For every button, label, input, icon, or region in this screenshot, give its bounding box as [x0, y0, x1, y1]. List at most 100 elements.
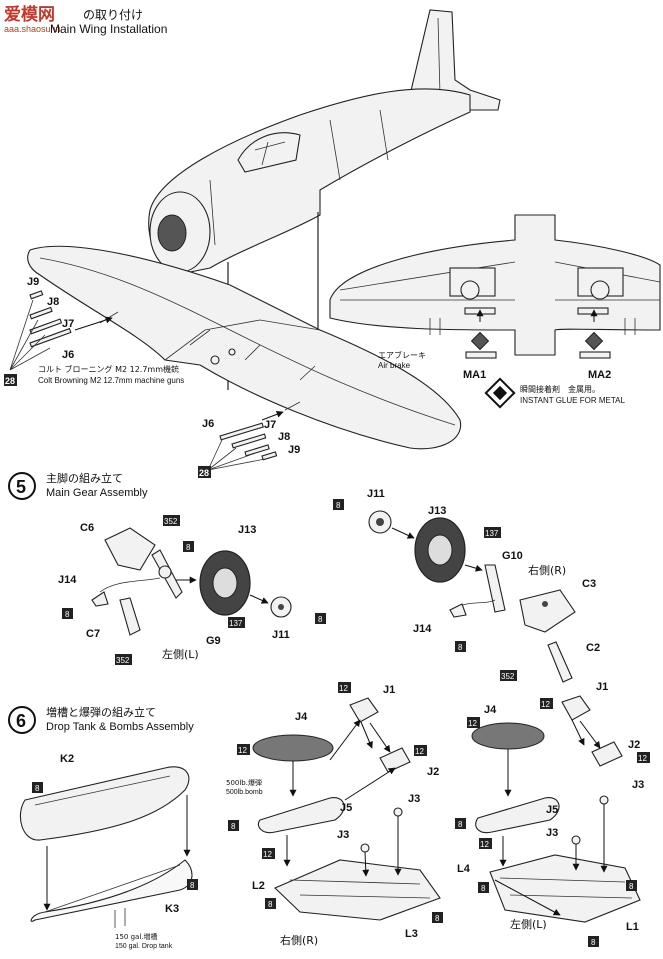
bomb-left-side-drawing: [471, 695, 641, 923]
step-6-number: 6: [8, 706, 36, 734]
gun-note-jp: コルト ブローニング M2 12.7mm機銃: [38, 364, 179, 374]
instant-glue-icon: [484, 377, 516, 409]
fuselage-drawing: [148, 9, 501, 390]
left-main-gear-drawing: [91, 527, 292, 636]
part-J1-right: J1: [596, 681, 608, 693]
paint-code-box-right: 28: [198, 466, 211, 478]
part-J2-left: J2: [427, 766, 439, 778]
part-J5-left: J5: [340, 802, 352, 814]
part-C2: C2: [586, 642, 600, 654]
airbrake-jp: エアブレーキ: [378, 350, 426, 360]
part-J8-left: J8: [47, 296, 59, 308]
svg-text:12: 12: [263, 850, 272, 859]
wing-underside-drawing: [329, 214, 661, 359]
svg-text:12: 12: [238, 746, 247, 755]
part-J4-right: J4: [484, 704, 497, 716]
part-K2: K2: [60, 753, 74, 765]
svg-text:352: 352: [116, 656, 130, 665]
svg-text:8: 8: [629, 882, 634, 891]
part-J3-left-a: J3: [408, 793, 420, 805]
guns-left-drawing: [9, 290, 113, 371]
svg-text:8: 8: [435, 914, 440, 923]
part-J7-right: J7: [264, 419, 276, 431]
part-J4-left: J4: [295, 711, 308, 723]
svg-text:8: 8: [35, 784, 40, 793]
part-J2-right: J2: [628, 739, 640, 751]
bomb-right-side-drawing: [252, 697, 441, 921]
step-5-number: 5: [8, 472, 36, 500]
svg-text:12: 12: [468, 719, 477, 728]
code-boxes-left-gear: 352 8 8 137 8 352: [62, 515, 326, 665]
part-L1: L1: [626, 921, 639, 933]
glue-note-jp: 瞬間接着剤 金属用。: [520, 384, 600, 394]
svg-text:12: 12: [415, 747, 424, 756]
part-J11-left: J11: [272, 629, 290, 641]
part-J13-left: J13: [238, 524, 256, 536]
svg-text:28: 28: [199, 468, 209, 478]
svg-text:8: 8: [458, 820, 463, 829]
svg-text:爱模网: 爱模网: [4, 4, 55, 25]
part-MA2: MA2: [588, 369, 611, 381]
guns-right-drawing: [207, 410, 284, 471]
part-J11-right: J11: [367, 488, 385, 500]
part-J1-left: J1: [383, 684, 395, 696]
left-side-label: 左側(L): [162, 648, 199, 661]
part-J14-left: J14: [58, 574, 77, 586]
drop-tank-jp: 150 gal.増槽: [115, 932, 158, 941]
right-main-gear-drawing: [368, 510, 576, 683]
part-J9-right: J9: [288, 444, 300, 456]
svg-text:12: 12: [339, 684, 348, 693]
drop-tank-en: 150 gal. Drop tank: [115, 943, 173, 950]
paint-code-box: 28: [4, 374, 17, 386]
svg-text:28: 28: [5, 376, 15, 386]
part-J9-left: J9: [27, 276, 39, 288]
svg-text:8: 8: [336, 501, 341, 510]
main-wing-drawing: [27, 245, 462, 450]
svg-text:5: 5: [16, 477, 26, 497]
code-boxes-bomb-right: 12 12 12 12 8 8 8 8: [455, 698, 650, 947]
svg-text:8: 8: [318, 615, 323, 624]
section6-title-en: Drop Tank & Bombs Assembly: [46, 721, 194, 733]
bomb-left-side-label: 左側(L): [510, 918, 547, 931]
part-J5-right: J5: [546, 804, 558, 816]
code-boxes-right-gear: 8 137 8 352: [333, 499, 517, 681]
svg-text:8: 8: [186, 543, 191, 552]
part-J7-left: J7: [62, 318, 74, 330]
svg-text:8: 8: [591, 938, 596, 947]
part-G9: G9: [206, 635, 221, 647]
svg-text:352: 352: [501, 672, 515, 681]
svg-text:8: 8: [268, 900, 273, 909]
section5-title-jp: 主脚の組み立て: [46, 471, 123, 485]
drop-tank-drawing: [19, 766, 193, 928]
code-boxes-bomb-left: 12 12 12 12 8 8 8: [228, 682, 443, 923]
part-J14-right: J14: [413, 623, 432, 635]
part-J6-right: J6: [202, 418, 214, 430]
svg-text:352: 352: [164, 517, 178, 526]
section6-title-jp: 増槽と爆弾の組み立て: [46, 705, 156, 719]
airbrake-en: Air brake: [378, 361, 411, 370]
bomb-note-jp: 500lb.爆弾: [226, 778, 262, 787]
part-J13-right: J13: [428, 505, 446, 517]
part-L4: L4: [457, 863, 471, 875]
gun-note-en: Colt Browning M2 12.7mm machine guns: [38, 376, 184, 385]
bomb-note-en: 500lb.bomb: [226, 789, 263, 796]
part-L3: L3: [405, 928, 418, 940]
part-J8-right: J8: [278, 431, 290, 443]
part-J3-right-a: J3: [632, 779, 644, 791]
svg-text:8: 8: [458, 643, 463, 652]
glue-note-en: INSTANT GLUE FOR METAL: [520, 396, 625, 405]
section5-title-en: Main Gear Assembly: [46, 487, 148, 499]
right-side-label: 右側(R): [528, 563, 566, 577]
part-J3-left-b: J3: [337, 829, 349, 841]
svg-text:12: 12: [541, 700, 550, 709]
part-MA1: MA1: [463, 369, 486, 381]
code-boxes-tank: 8 8: [32, 782, 198, 890]
part-K3: K3: [165, 903, 179, 915]
part-J3-right-b: J3: [546, 827, 558, 839]
svg-text:8: 8: [231, 822, 236, 831]
svg-text:6: 6: [16, 711, 26, 731]
part-C7: C7: [86, 628, 100, 640]
svg-text:12: 12: [638, 754, 647, 763]
